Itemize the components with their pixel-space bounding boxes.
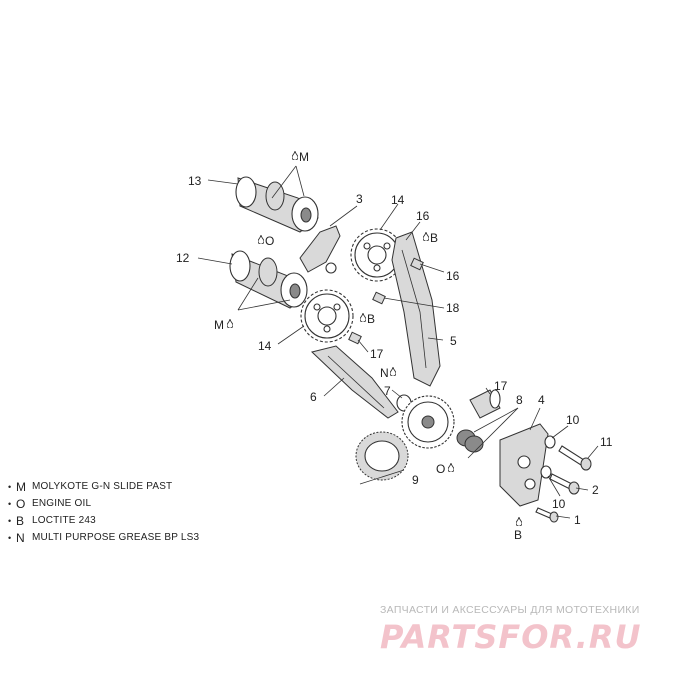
callout-9: 9 [412, 473, 419, 487]
droplet-icon [227, 319, 233, 328]
svg-text:O: O [265, 234, 274, 248]
sprocket-lower [300, 289, 354, 343]
droplet-icon [516, 517, 522, 526]
droplet-icon [258, 235, 264, 244]
pin-17 [469, 389, 501, 419]
screw-16-upper [410, 257, 424, 271]
washer-10-upper [544, 435, 556, 449]
svg-text:B: B [514, 528, 522, 542]
leader-lines [197, 165, 599, 519]
watermark-logo: PARTSFOR.RU [380, 618, 642, 656]
camshaft-upper [235, 176, 319, 233]
droplet-icon: • [8, 498, 12, 509]
droplet-icon [360, 313, 366, 322]
legend-item-grease: • N MULTI PURPOSE GREASE BP LS3 [8, 530, 200, 545]
droplet-icon: • [8, 532, 12, 543]
gear-small [355, 431, 409, 481]
watermark: ЗАПЧАСТИ И АКСЕССУАРЫ ДЛЯ МОТОТЕХНИКИ PA… [380, 604, 685, 656]
svg-text:B: B [367, 312, 375, 326]
legend-item-loctite: • B LOCTITE 243 [8, 513, 96, 528]
bolt-11 [558, 445, 592, 471]
tensioner-slide [310, 345, 399, 419]
lube-marker-n: N [380, 366, 396, 380]
callout-5: 5 [450, 334, 457, 348]
legend-item-engine-oil: • O ENGINE OIL [8, 496, 92, 511]
lube-marker-o-cam: O [258, 234, 274, 248]
droplet-icon [423, 232, 429, 241]
bracket-plate-4 [499, 423, 549, 507]
screw-18 [372, 291, 386, 305]
svg-text:M: M [214, 318, 224, 332]
callout-14-upper: 14 [391, 193, 405, 207]
watermark-tagline: ЗАПЧАСТИ И АКСЕССУАРЫ ДЛЯ МОТОТЕХНИКИ [380, 604, 640, 616]
callout-18: 18 [446, 301, 460, 315]
callout-11: 11 [600, 435, 613, 449]
lube-marker-b-bolt: B [514, 517, 522, 542]
lube-marker-m-lower: M [214, 318, 233, 332]
svg-text:B: B [430, 231, 438, 245]
lube-marker-b-lower: B [360, 312, 375, 326]
svg-text:M: M [299, 150, 309, 164]
callout-7: 7 [384, 384, 391, 398]
svg-text:O: O [436, 462, 445, 476]
needle-bearings [456, 429, 484, 453]
legend-item-molykote: • M MOLYKOTE G-N SLIDE PAST [8, 479, 173, 494]
camshaft-lower [229, 250, 308, 309]
callout-15: 16 [416, 209, 430, 223]
lube-marker-o-bearing: O [436, 462, 454, 476]
svg-text:N: N [380, 366, 389, 380]
callout-16-upper: 16 [446, 269, 460, 283]
droplet-icon [448, 463, 454, 472]
bracket-part-3 [299, 225, 341, 274]
callout-14-lower: 14 [258, 339, 272, 353]
callout-2: 2 [592, 483, 599, 497]
callout-13: 13 [188, 174, 202, 188]
callout-4: 4 [538, 393, 545, 407]
bolt-2 [549, 473, 580, 495]
callout-8: 8 [516, 393, 523, 407]
droplet-icon: • [8, 515, 12, 526]
callout-3: 3 [356, 192, 363, 206]
bolt-1 [535, 507, 559, 523]
lube-marker-m-upper: M [292, 150, 309, 164]
gear-large [401, 395, 455, 449]
lubricant-legend: • M MOLYKOTE G-N SLIDE PAST • O ENGINE O… [8, 478, 268, 546]
droplet-icon [390, 367, 396, 376]
callout-10-lower: 10 [552, 497, 566, 511]
droplet-icon: • [8, 481, 12, 492]
callout-6: 6 [310, 390, 317, 404]
washer-10-lower [540, 465, 552, 479]
droplet-icon [292, 151, 298, 160]
chain-guide [391, 231, 441, 387]
lube-marker-b-upper: B [423, 231, 438, 245]
callout-16-lower: 17 [370, 347, 384, 361]
callout-17: 17 [494, 379, 508, 393]
callout-1: 1 [574, 513, 581, 527]
screw-16-lower [348, 331, 362, 345]
callout-10-upper: 10 [566, 413, 580, 427]
callout-12: 12 [176, 251, 190, 265]
